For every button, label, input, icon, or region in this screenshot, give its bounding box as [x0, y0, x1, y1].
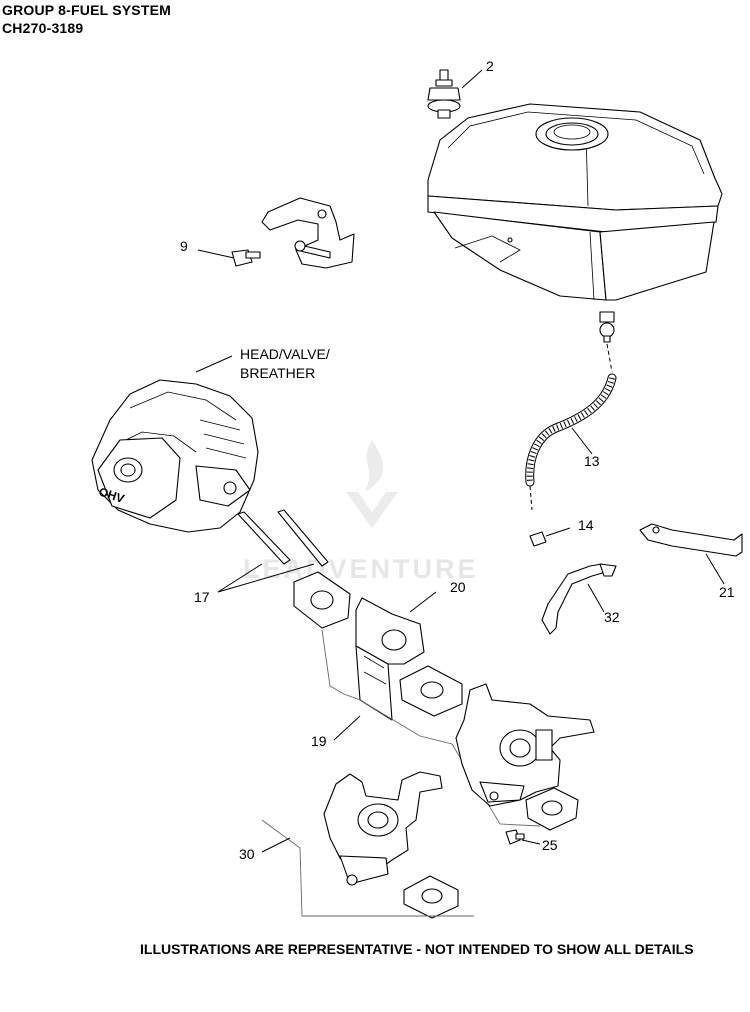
assembly-label-line2: BREATHER — [240, 365, 315, 381]
carburetor-gasket-lower — [403, 875, 459, 919]
part-14-hose-clamp — [529, 531, 547, 547]
part-9-bolt — [231, 249, 261, 267]
callout-13: 13 — [584, 453, 600, 469]
callout-19: 19 — [311, 733, 327, 749]
part-2-vent-valve — [427, 69, 461, 119]
fuel-tank — [427, 103, 723, 301]
part-25-screw — [505, 829, 525, 845]
tank-mounting-bracket — [261, 197, 355, 269]
part-13-fuel-line — [525, 343, 617, 511]
callout-30: 30 — [239, 846, 255, 862]
part-20-insulator — [355, 597, 425, 721]
carburetor-assembly-right — [455, 683, 595, 807]
callout-17: 17 — [194, 589, 210, 605]
callout-2: 2 — [486, 58, 494, 74]
assembly-label-line1: HEAD/VALVE/ — [240, 346, 330, 362]
part-21-bracket — [639, 523, 743, 557]
carburetor-assembly-lower — [323, 771, 443, 886]
callout-20: 20 — [450, 579, 466, 595]
part-30-kit-frame — [261, 819, 474, 917]
intake-gasket — [293, 571, 351, 629]
callout-32: 32 — [604, 609, 620, 625]
callout-14: 14 — [578, 517, 594, 533]
fuel-shutoff-valve — [599, 311, 615, 343]
part-32-bracket — [541, 563, 617, 635]
carburetor-gasket — [399, 665, 463, 717]
part-17-studs — [237, 509, 329, 567]
callout-25: 25 — [542, 837, 558, 853]
cylinder-head-assembly: OHV — [91, 379, 259, 533]
callout-labels: 2 9 13 14 17 19 20 21 25 30 32 HEAD/VALV… — [180, 58, 735, 862]
disclaimer-note: ILLUSTRATIONS ARE REPRESENTATIVE - NOT I… — [140, 941, 694, 957]
callout-9: 9 — [180, 238, 188, 254]
part-19-kit-frame — [321, 629, 541, 827]
callout-21: 21 — [719, 584, 735, 600]
model-code: CH270-3189 — [2, 20, 84, 36]
leader-lines — [195, 69, 725, 853]
carburetor-gasket-right — [525, 787, 579, 831]
diagram-title: GROUP 8-FUEL SYSTEM — [2, 2, 171, 18]
